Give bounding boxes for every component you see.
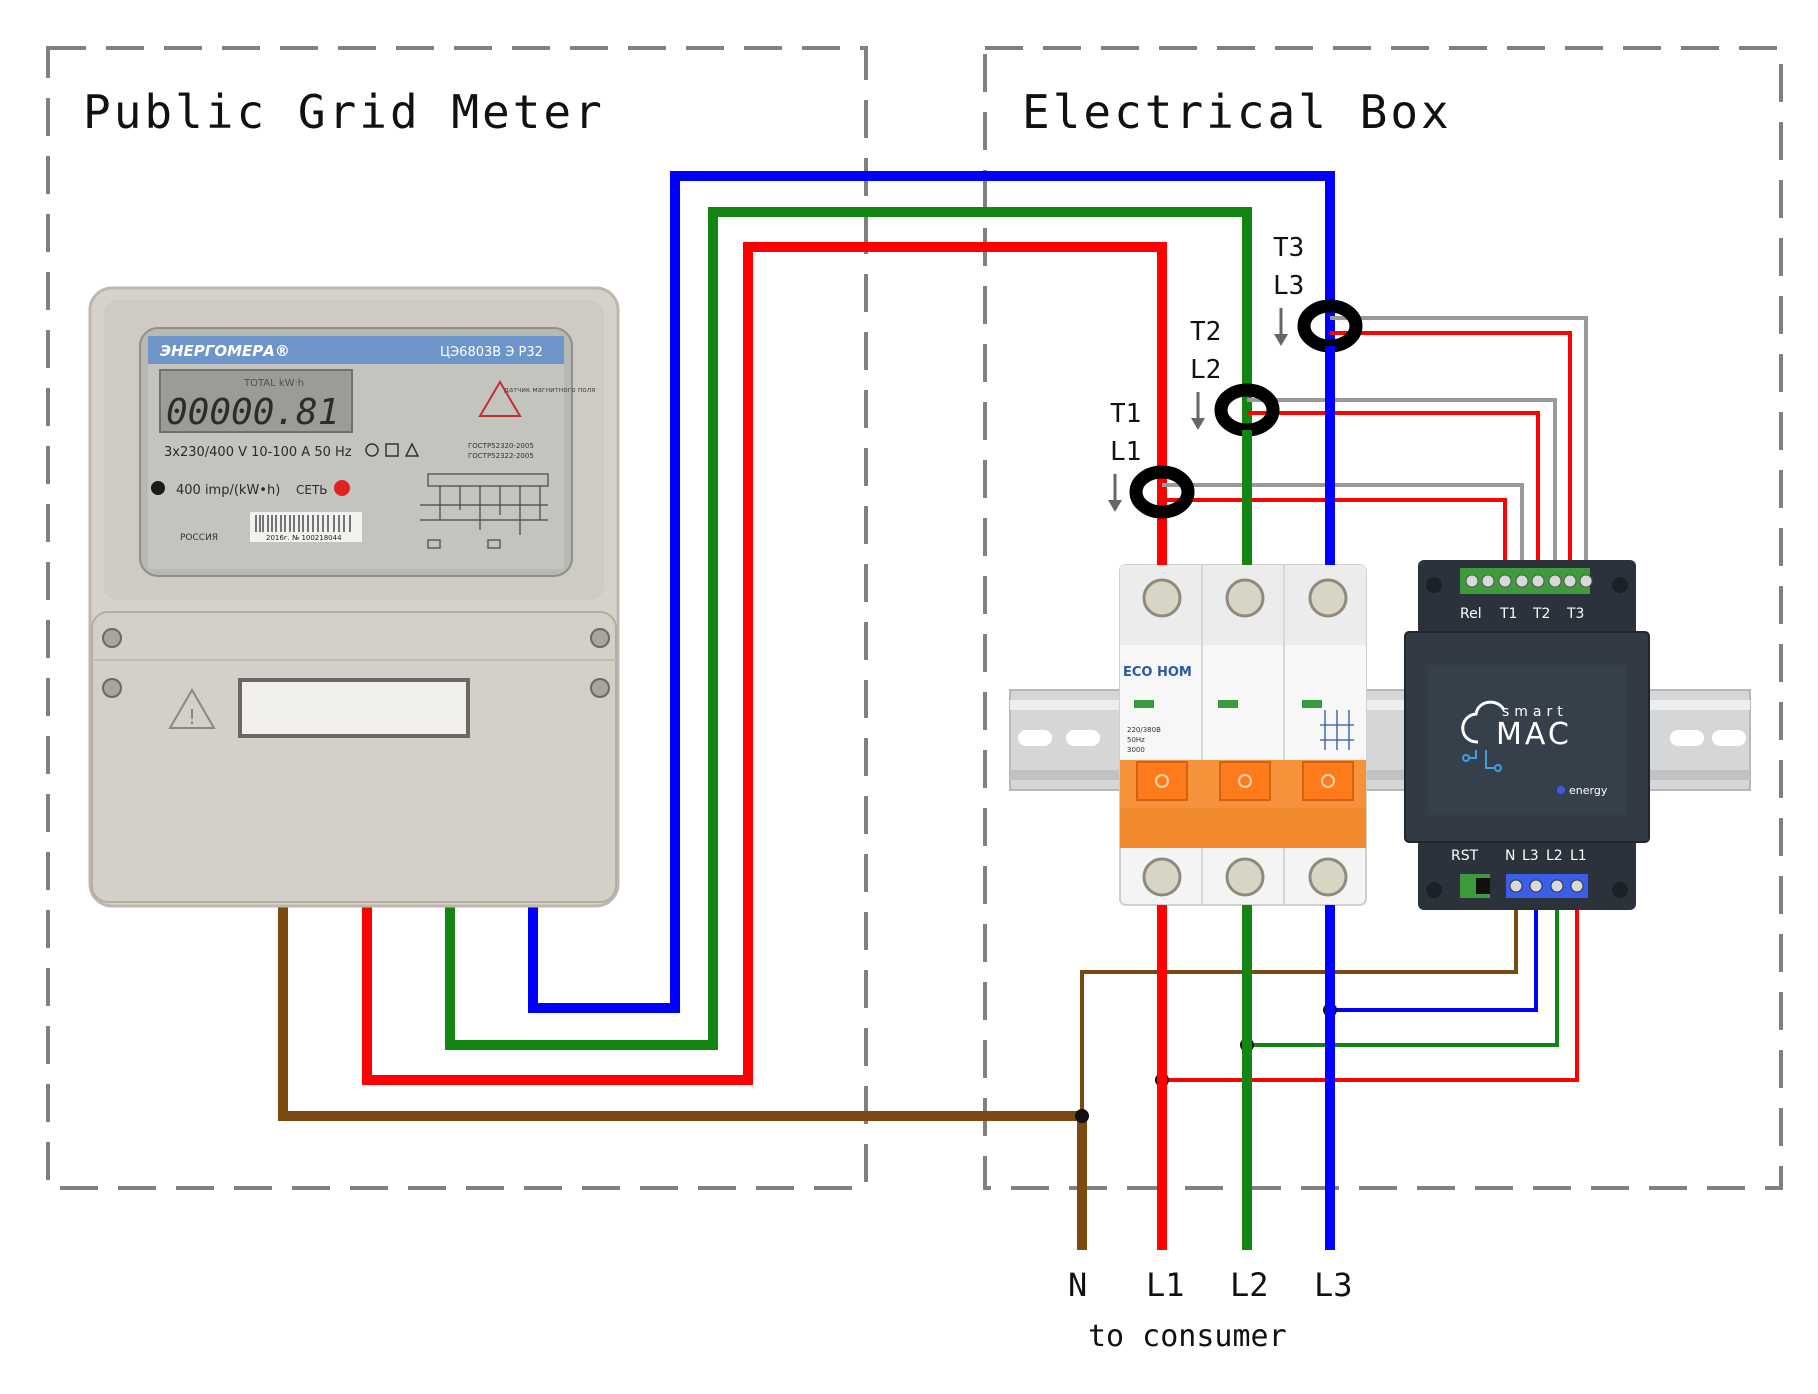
box-region-frame	[983, 46, 1783, 1190]
mounting-hole	[1612, 577, 1628, 593]
terminal-n-label: N	[1505, 848, 1515, 864]
breaker-schematic-icon	[1320, 710, 1354, 750]
meter-region-frame	[46, 46, 868, 1190]
signal-wires	[1080, 316, 1588, 1116]
barcode-sticker	[250, 512, 362, 542]
svg-text:T3: T3	[1273, 233, 1304, 263]
mounting-hole	[1426, 577, 1442, 593]
wire-n	[278, 905, 1087, 1250]
brand-main: MAC	[1496, 717, 1572, 752]
meter-model: ЦЭ6803В Э Р32	[440, 345, 543, 360]
svg-text:L3: L3	[1273, 271, 1304, 301]
magnet-warning-icon	[478, 380, 522, 417]
breaker-lever	[1136, 761, 1354, 801]
terminal-t2-label: T2	[1532, 606, 1550, 622]
magnet-warning-text: датчик магнитного поля	[504, 386, 595, 394]
output-n-label: N	[1068, 1266, 1087, 1304]
smart-mac-device: Rel T1 T2 T3 smart MAC energy RST N L3 L…	[1404, 560, 1650, 910]
mounting-hole	[1612, 882, 1628, 898]
terminal-rst-label: RST	[1451, 848, 1479, 864]
terminal-screw	[1142, 578, 1348, 897]
network-label: СЕТЬ	[296, 483, 328, 497]
mounting-hole	[1426, 882, 1442, 898]
breaker-spec-3: 3000	[1127, 746, 1145, 754]
terminal-window	[238, 678, 470, 738]
lcd-label: TOTAL kW·h	[243, 378, 304, 389]
warning-icon	[168, 688, 216, 729]
meter-screw	[102, 628, 610, 698]
status-indicator	[1302, 700, 1322, 708]
breaker-spec-2: 50Hz	[1127, 736, 1145, 744]
network-led	[334, 480, 350, 496]
down-arrow-icon	[1191, 418, 1205, 430]
terminal-t1-label: T1	[1499, 606, 1517, 622]
top-terminal-screws	[1465, 574, 1593, 588]
ct-label-2: T2 L2	[1190, 317, 1221, 430]
circuit-logo-icon	[1462, 750, 1502, 772]
down-arrow-icon	[1108, 500, 1122, 512]
junction-dots	[1075, 1003, 1337, 1123]
ct-label-3: T3 L3	[1273, 233, 1304, 346]
power-terminal-screws	[1509, 879, 1584, 893]
meter-brand-strip	[148, 336, 564, 364]
brand-sub: energy	[1569, 784, 1608, 797]
warning-mark: !	[188, 705, 196, 729]
barcode-icon	[255, 515, 351, 532]
circuit-breaker: ECO HOM 220/380В 50Hz 3000	[1119, 564, 1367, 906]
status-indicator	[1134, 700, 1154, 708]
pulse-led	[151, 481, 165, 495]
meter-impulse: 400 imp/(kW•h)	[176, 483, 280, 498]
terminal-l1-label: L1	[1570, 848, 1587, 864]
terminal-l2-label: L2	[1546, 848, 1563, 864]
terminal-t3-label: T3	[1566, 606, 1584, 622]
status-indicator	[1218, 700, 1238, 708]
meter-reading: 00000.81	[166, 392, 339, 433]
svg-text:L1: L1	[1110, 437, 1141, 467]
breaker-brand: ECO HOM	[1123, 665, 1192, 680]
output-l1-label: L1	[1146, 1266, 1185, 1304]
svg-text:L2: L2	[1190, 355, 1221, 385]
ct-label-1: T1 L1	[1108, 399, 1141, 512]
brand-top: smart	[1502, 704, 1568, 720]
meter-region-title: Public Grid Meter	[83, 85, 605, 139]
consumer-caption: to consumer	[1088, 1319, 1287, 1354]
wire-overlays	[1157, 346, 1335, 1250]
energy-dot-icon	[1557, 786, 1565, 794]
svg-text:T2: T2	[1190, 317, 1221, 347]
cert-icons	[365, 442, 420, 457]
standard-2: ГОСТР52322-2005	[468, 452, 534, 460]
energy-meter: ЭНЕРГОМЕРА® ЦЭ6803В Э Р32 TOTAL kW·h 000…	[88, 286, 620, 908]
box-region-title: Electrical Box	[1022, 85, 1452, 139]
meter-rating: 3x230/400 V 10-100 A 50 Hz	[164, 445, 352, 460]
terminal-rel-label: Rel	[1460, 606, 1482, 622]
meter-brand: ЭНЕРГОМЕРА®	[160, 342, 290, 360]
standard-1: ГОСТР52320-2005	[468, 442, 534, 450]
meter-schematic	[420, 473, 549, 549]
terminal-l3-label: L3	[1522, 848, 1539, 864]
output-l2-label: L2	[1230, 1266, 1269, 1304]
svg-text:T1: T1	[1110, 399, 1141, 429]
down-arrow-icon	[1274, 334, 1288, 346]
cloud-logo-icon	[1461, 700, 1506, 744]
wire-l1	[362, 242, 1167, 1250]
rst-button[interactable]	[1476, 878, 1490, 894]
breaker-spec-1: 220/380В	[1127, 726, 1161, 734]
meter-lcd	[159, 369, 353, 433]
output-l3-label: L3	[1314, 1266, 1353, 1304]
meter-country: РОССИЯ	[180, 533, 218, 543]
barcode-text: 2016г. № 100218044	[266, 534, 342, 542]
ct-clamp-1	[1129, 465, 1195, 519]
